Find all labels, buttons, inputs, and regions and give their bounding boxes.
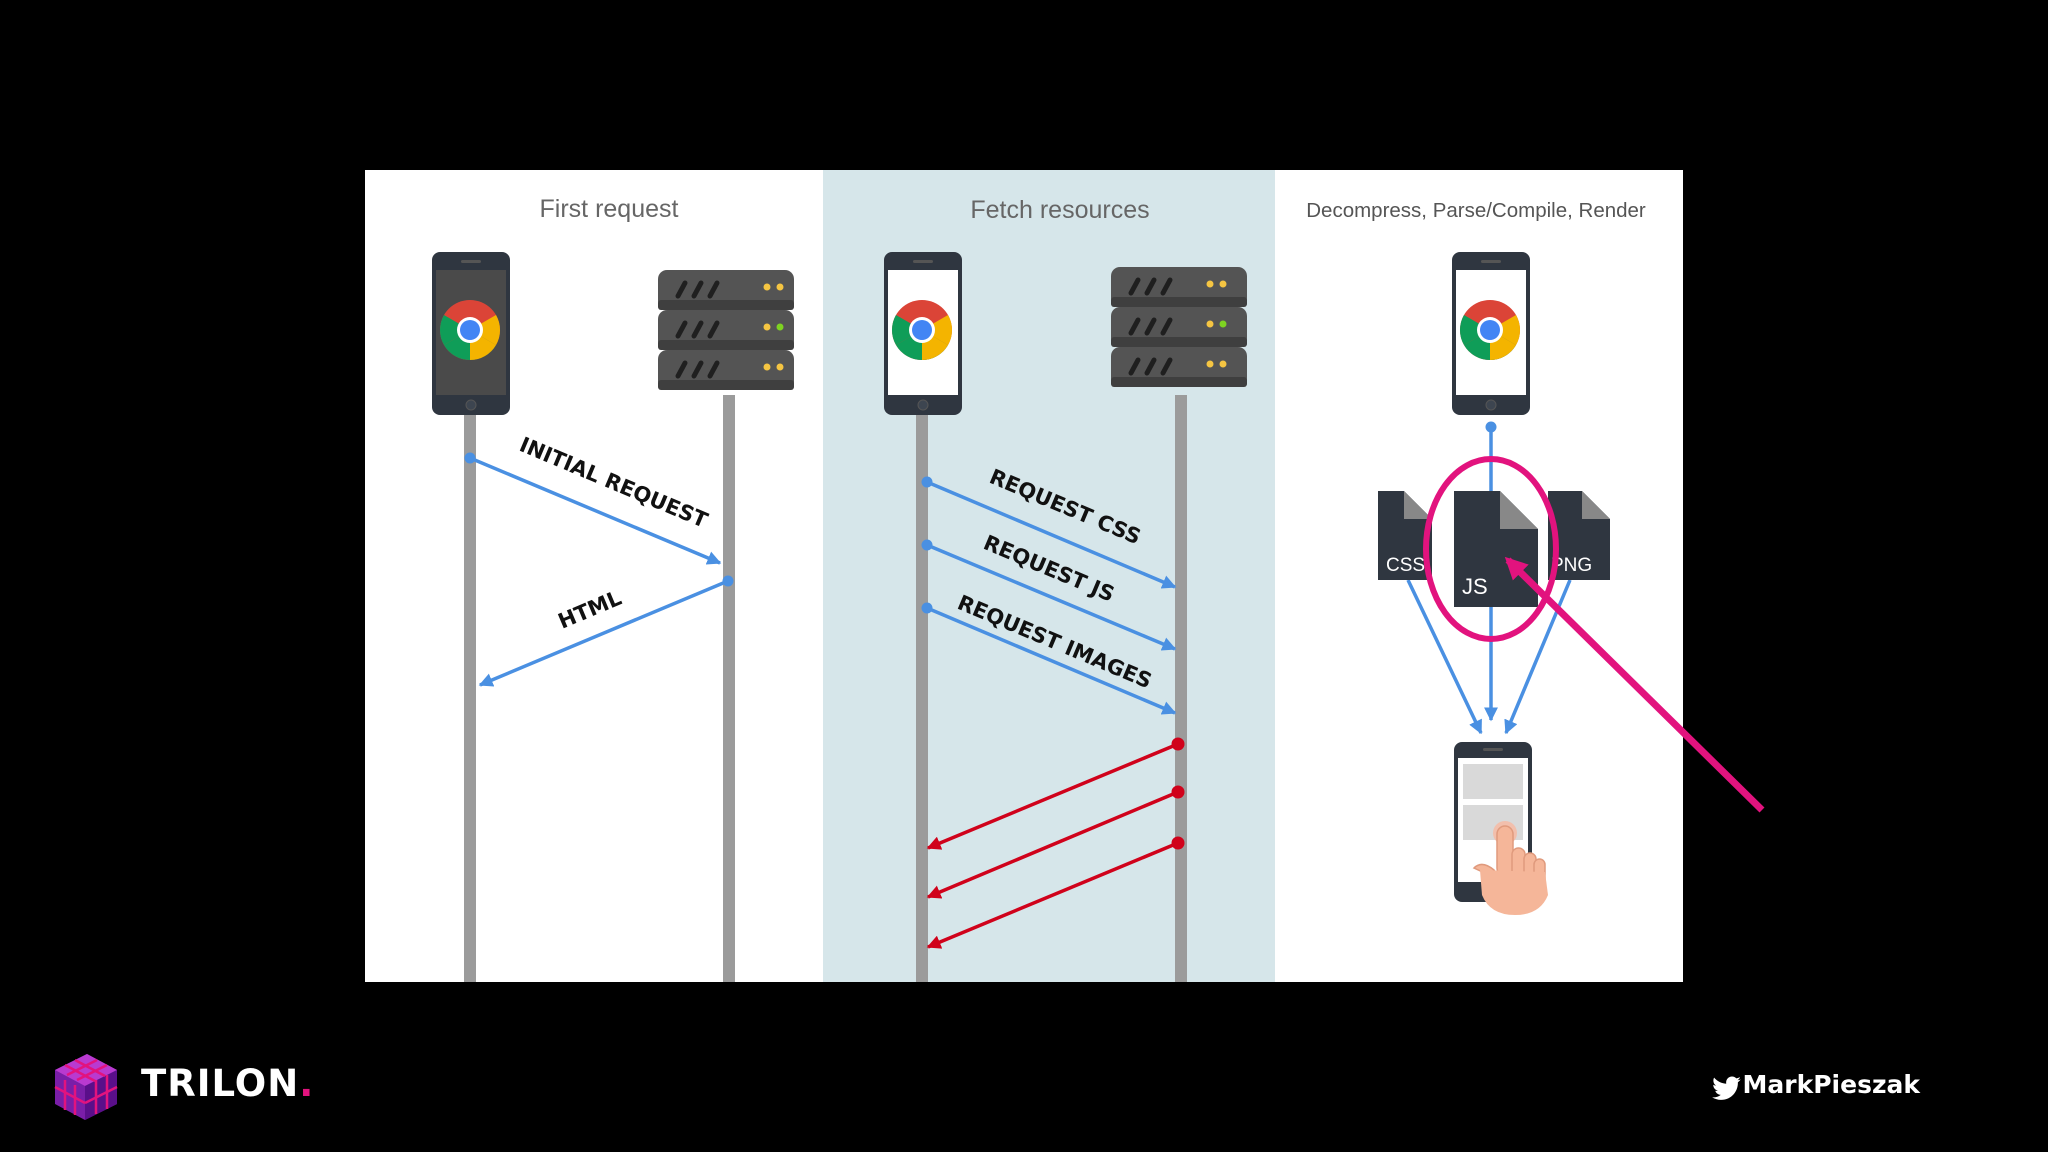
brand-name: TRILON.: [141, 1062, 314, 1105]
server-timeline-1: [723, 395, 735, 982]
arrow-request-css: [921, 476, 1177, 589]
chrome-icon-3: [1459, 300, 1521, 361]
arrow-response-1: [926, 737, 1185, 850]
js-file-label: JS: [1462, 574, 1488, 599]
arrow-response-2: [926, 785, 1185, 899]
highlight-circle: [1423, 456, 1559, 642]
highlight-arrow: [1504, 556, 1765, 813]
png-file-label: PNG: [1551, 555, 1592, 576]
chrome-icon-1: [439, 300, 501, 361]
server-timeline-2: [1175, 395, 1187, 982]
arrow-initial-request: [464, 452, 722, 565]
panel-title-render: Decompress, Parse/Compile, Render: [1306, 199, 1646, 222]
arrow-request-images: [921, 602, 1177, 715]
server-icon-2: [1111, 267, 1247, 387]
panel-title-first-request: First request: [540, 195, 679, 223]
hand-tap-icon: [1472, 821, 1548, 915]
brand-dot: .: [299, 1062, 315, 1105]
phone-timeline-2: [916, 410, 928, 982]
trilon-logo-icon: [54, 1054, 118, 1120]
chrome-icon-2: [891, 300, 953, 361]
phone-timeline-1: [464, 410, 476, 982]
png-file-icon: [1548, 491, 1610, 580]
css-file-label: CSS: [1386, 555, 1425, 576]
server-icon-1: [658, 270, 794, 390]
panel-title-fetch-resources: Fetch resources: [970, 196, 1149, 224]
css-file-icon: [1378, 491, 1432, 580]
twitter-handle: MarkPieszak: [1742, 1070, 1920, 1099]
brand-name-text: TRILON: [141, 1062, 300, 1105]
arrow-html: [478, 575, 734, 687]
twitter-icon: [1712, 1076, 1741, 1100]
arrow-response-3: [926, 836, 1185, 949]
arrow-request-js: [921, 539, 1177, 651]
